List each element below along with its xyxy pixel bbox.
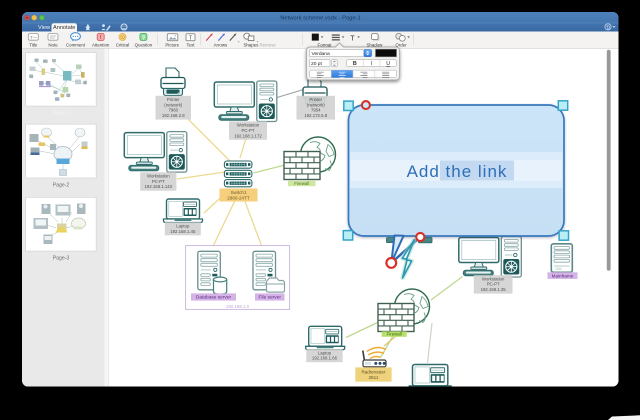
svg-text:Comment: Comment	[66, 42, 86, 47]
svg-text:View: View	[38, 25, 51, 31]
svg-text:Page-3: Page-3	[53, 256, 70, 262]
svg-text:Picture: Picture	[165, 42, 179, 47]
svg-text:U: U	[386, 61, 390, 67]
svg-text:192.172.5.8: 192.172.5.8	[304, 113, 327, 118]
svg-text:Add the link: Add the link	[407, 162, 508, 181]
svg-text:192.168.1.172: 192.168.1.172	[234, 133, 262, 138]
svg-text:!: !	[100, 35, 102, 41]
svg-text:Remove: Remove	[260, 42, 277, 47]
svg-text:Firewall: Firewall	[294, 181, 309, 186]
svg-text:Critical: Critical	[116, 42, 129, 47]
svg-text:PC-PT: PC-PT	[242, 128, 255, 133]
svg-text:Shapes: Shapes	[243, 42, 259, 47]
svg-text:Format: Format	[318, 42, 333, 47]
svg-text:T: T	[189, 36, 193, 42]
svg-text:File server: File server	[259, 295, 282, 301]
svg-text:Workstation: Workstation	[237, 123, 260, 128]
svg-text:?: ?	[142, 35, 145, 41]
svg-text:Printer: Printer	[309, 97, 322, 102]
svg-text:Firewall: Firewall	[387, 332, 402, 337]
svg-text:Order: Order	[395, 42, 407, 47]
svg-text:Shadow: Shadow	[366, 42, 383, 47]
svg-text:T: T	[30, 35, 33, 40]
svg-text:PC-PT: PC-PT	[487, 282, 500, 287]
svg-text:192.168.1.45: 192.168.1.45	[170, 229, 196, 234]
svg-text:Database server: Database server	[196, 295, 232, 301]
svg-text:7960: 7960	[168, 108, 178, 113]
svg-text:Workstation: Workstation	[147, 173, 170, 178]
svg-text:192.168.1.0: 192.168.1.0	[226, 304, 250, 309]
svg-text:Page-1: Page-1	[53, 111, 70, 117]
svg-text:Workstation: Workstation	[482, 276, 505, 281]
svg-text:2811: 2811	[369, 375, 379, 380]
svg-text:Laptop: Laptop	[176, 223, 190, 228]
svg-text:Verdana: Verdana	[312, 51, 331, 57]
svg-text:20 pt: 20 pt	[311, 61, 323, 67]
svg-text:B: B	[353, 61, 357, 67]
svg-text:Laptop: Laptop	[318, 350, 332, 355]
svg-text:T: T	[350, 34, 355, 43]
svg-text:Attention: Attention	[92, 42, 110, 47]
svg-text:Page-2: Page-2	[53, 182, 70, 188]
svg-text:Question: Question	[135, 42, 153, 47]
svg-text:192.168.2.8: 192.168.2.8	[162, 113, 185, 118]
svg-text:Network scheme.vsdx - Page-1: Network scheme.vsdx - Page-1	[280, 15, 361, 21]
svg-text:Annotate: Annotate	[53, 25, 75, 31]
svg-text:Printer: Printer	[167, 97, 180, 102]
svg-text:Switch1: Switch1	[230, 190, 247, 195]
svg-text:Text: Text	[186, 42, 195, 47]
svg-text:192.168.1.143: 192.168.1.143	[145, 184, 173, 189]
svg-text:PC-PT: PC-PT	[152, 179, 165, 184]
svg-text:I: I	[371, 61, 373, 67]
svg-text:7954: 7954	[311, 108, 321, 113]
svg-text:(network): (network)	[164, 102, 182, 107]
svg-text:Arrows: Arrows	[214, 42, 228, 47]
svg-text:192.168.1.35: 192.168.1.35	[481, 287, 507, 292]
svg-text:Mainframe: Mainframe	[552, 273, 574, 278]
svg-text:Radiorouter: Radiorouter	[361, 369, 385, 374]
svg-text:Note: Note	[48, 42, 58, 47]
svg-text:Title: Title	[29, 42, 38, 47]
svg-text:2960-24TT: 2960-24TT	[227, 196, 250, 201]
svg-text:(network): (network)	[307, 102, 325, 107]
svg-text:192.168.1.66: 192.168.1.66	[312, 356, 338, 361]
